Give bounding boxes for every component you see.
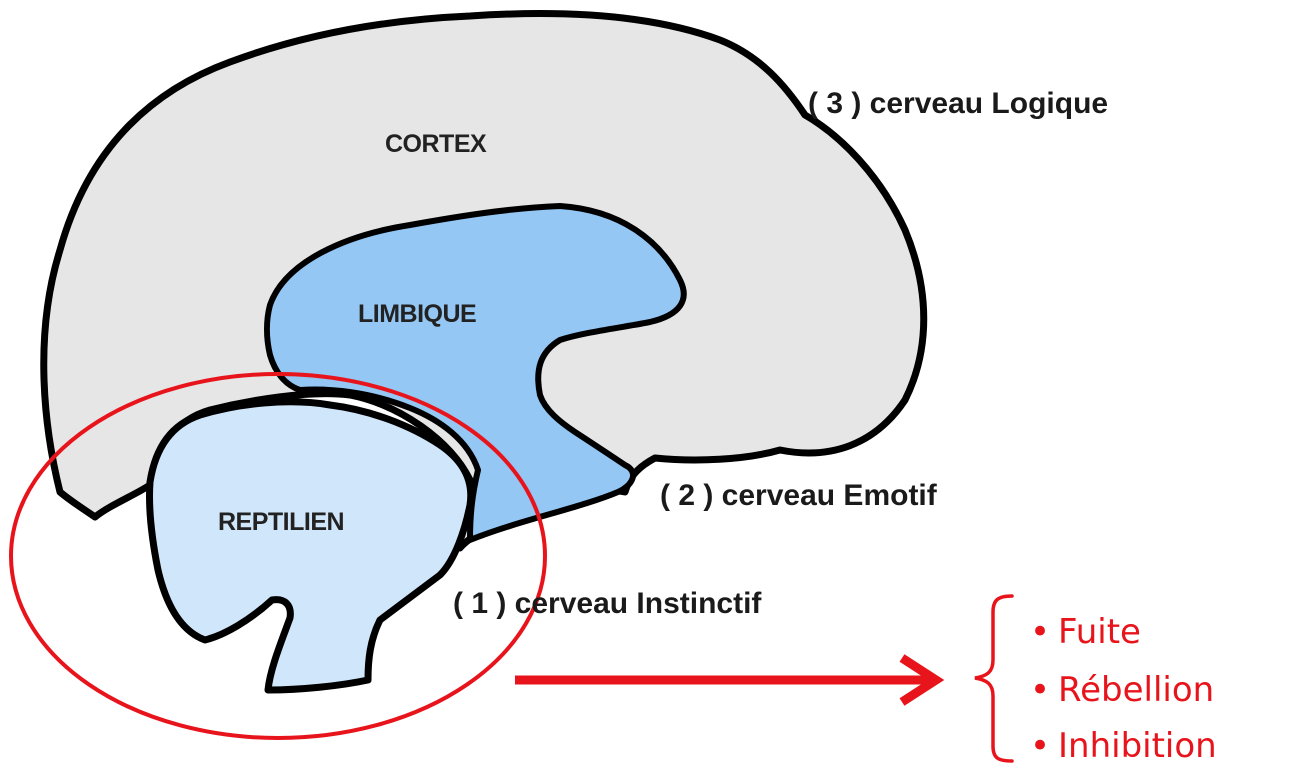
reaction-item-inhibition: Inhibition [1058,726,1217,763]
label-reptilien: REPTILIEN [218,508,344,536]
label-cerveau-logique: ( 3 ) cerveau Logique [808,87,1108,120]
reaction-bullet: • [1030,670,1050,710]
curly-brace [975,596,1012,761]
reaction-item-rebellion: Rébellion [1058,670,1214,710]
reaction-list: • Fuite • Rébellion • Inhibition [1030,612,1217,763]
reptilian-shape [149,402,470,690]
label-cortex: CORTEX [385,130,487,158]
reaction-item-fuite: Fuite [1058,612,1141,652]
reaction-bullet: • [1030,726,1050,763]
label-cerveau-instinctif: ( 1 ) cerveau Instinctif [453,587,762,620]
label-cerveau-emotif: ( 2 ) cerveau Emotif [660,479,938,512]
reaction-bullet: • [1030,612,1050,652]
label-limbique: LIMBIQUE [358,300,476,328]
